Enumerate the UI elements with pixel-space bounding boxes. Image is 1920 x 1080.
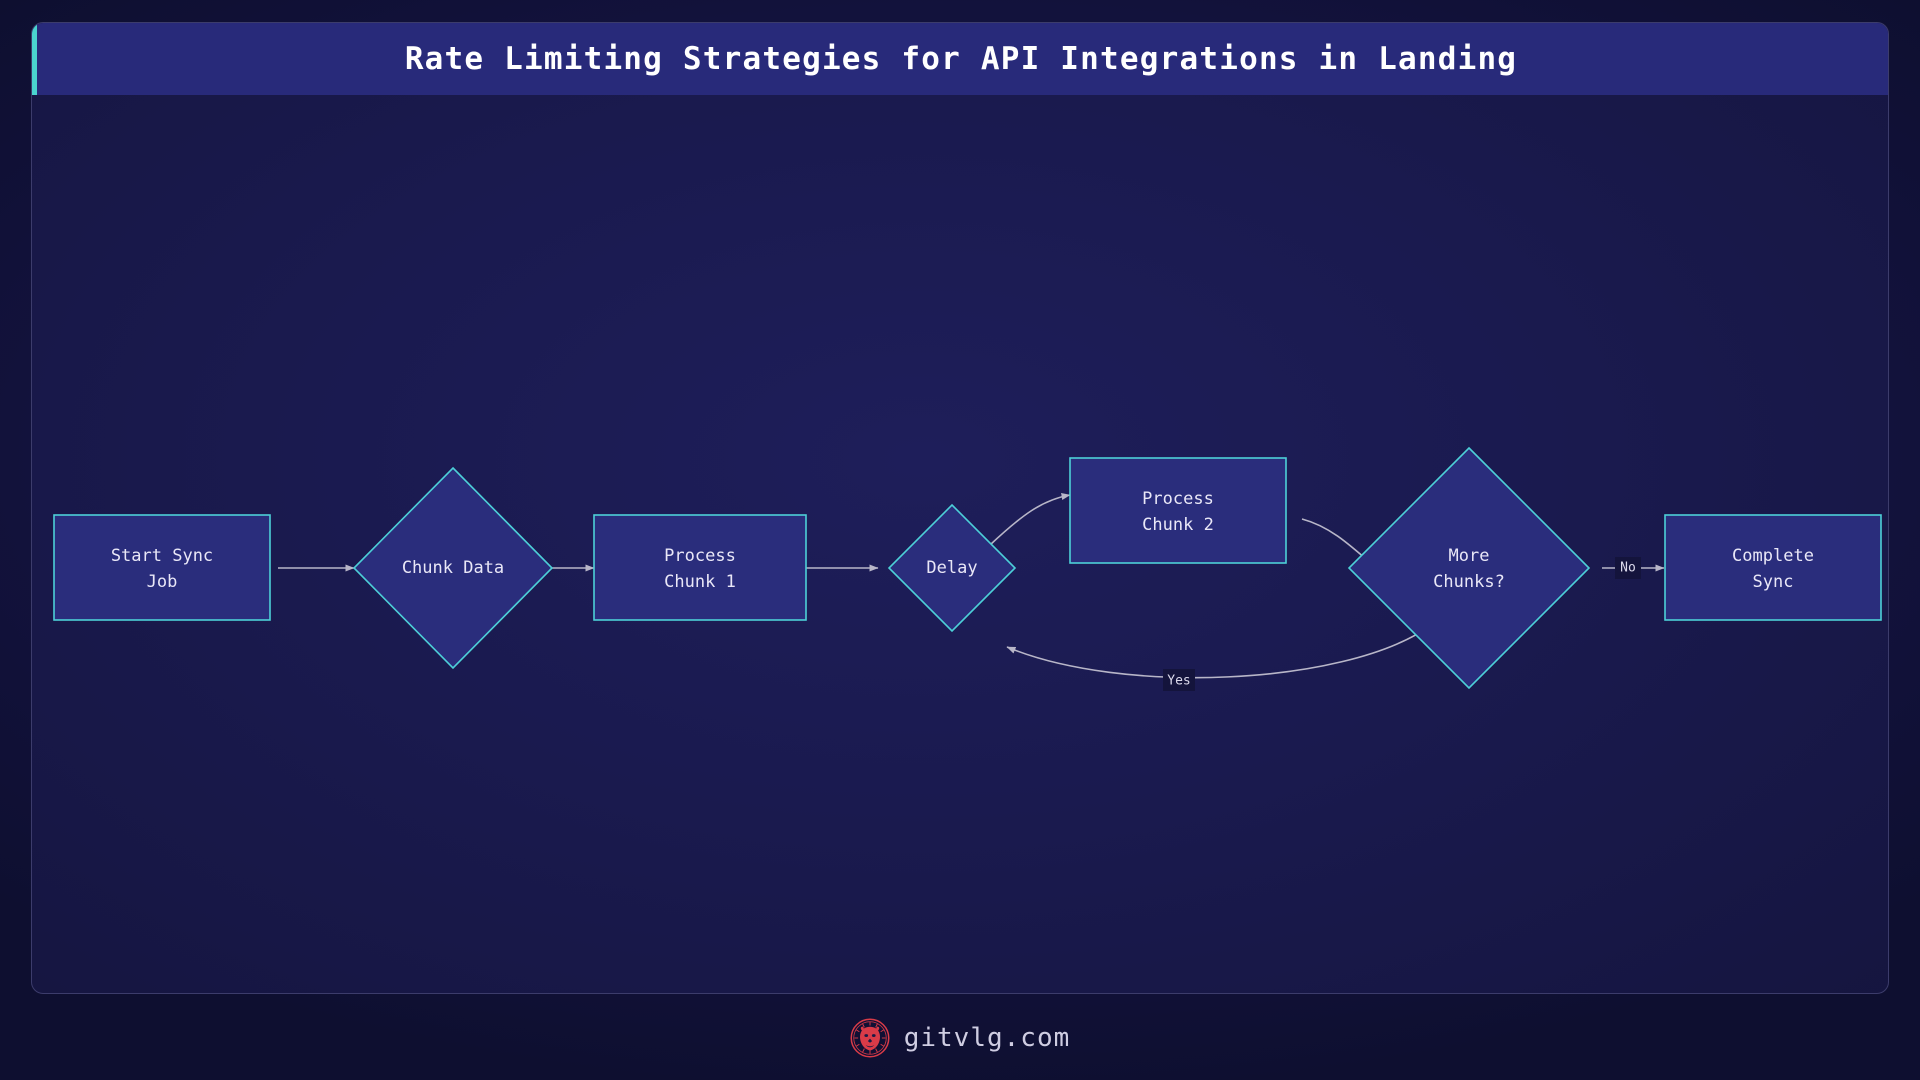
node-start-sync-job-shape[interactable] xyxy=(53,514,271,621)
lion-head-logo xyxy=(850,1018,890,1058)
node-more-chunks-label-line-1: More xyxy=(1449,546,1490,566)
node-start-sync-job-label-line-2: Job xyxy=(147,572,178,592)
node-layer: Start Sync Job Chunk Data Process Chunk … xyxy=(53,446,1882,690)
node-complete-sync-label-line-1: Complete xyxy=(1732,546,1814,566)
flowchart: Yes No Start Sync Job Chunk Data xyxy=(53,446,1882,691)
edge-label-yes-background xyxy=(1163,669,1195,691)
node-process-chunk-1-shape[interactable] xyxy=(593,514,807,621)
title-banner: Rate Limiting Strategies for API Integra… xyxy=(32,23,1888,95)
node-delay[interactable]: Delay xyxy=(887,503,1017,633)
node-start-sync-job-label-line-1: Start Sync xyxy=(111,546,213,566)
node-process-chunk-1-label-line-2: Chunk 1 xyxy=(664,572,736,592)
diagram-canvas: Rate Limiting Strategies for API Integra… xyxy=(31,22,1889,994)
node-complete-sync-label-line-2: Sync xyxy=(1753,572,1794,592)
node-chunk-data-label: Chunk Data xyxy=(402,558,504,578)
node-more-chunks-label-line-2: Chunks? xyxy=(1433,572,1505,592)
node-more-chunks[interactable]: More Chunks? xyxy=(1347,446,1591,690)
page-title: Rate Limiting Strategies for API Integra… xyxy=(404,41,1518,77)
footer: gitvlg.com xyxy=(0,1008,1920,1068)
edge-more-chunks-to-complete-sync-no: No xyxy=(1602,557,1665,579)
node-chunk-data[interactable]: Chunk Data xyxy=(352,466,554,670)
title-accent-bar xyxy=(32,23,37,95)
node-process-chunk-1[interactable]: Process Chunk 1 xyxy=(593,514,807,621)
edge-label-no-background xyxy=(1615,557,1641,579)
node-chunk-data-shape[interactable] xyxy=(352,466,554,670)
edge-delay-to-process-chunk-2 xyxy=(989,493,1071,546)
node-process-chunk-2-shape[interactable] xyxy=(1069,457,1287,564)
node-process-chunk-1-label-line-1: Process xyxy=(664,546,736,566)
node-process-chunk-2-label-line-1: Process xyxy=(1142,489,1214,509)
node-complete-sync-shape[interactable] xyxy=(1664,514,1882,621)
edge-label-yes: Yes xyxy=(1167,674,1190,689)
node-process-chunk-2-label-line-2: Chunk 2 xyxy=(1142,515,1214,535)
node-complete-sync[interactable]: Complete Sync xyxy=(1664,514,1882,621)
brand-text: gitvlg.com xyxy=(903,1023,1071,1053)
node-more-chunks-shape[interactable] xyxy=(1347,446,1591,690)
edge-more-chunks-to-delay-yes: Yes xyxy=(1006,627,1428,691)
node-process-chunk-2[interactable]: Process Chunk 2 xyxy=(1069,457,1287,564)
edge-layer: Yes No xyxy=(278,493,1665,691)
node-start-sync-job[interactable]: Start Sync Job xyxy=(53,514,271,621)
node-delay-label: Delay xyxy=(926,558,977,578)
node-delay-shape[interactable] xyxy=(887,503,1017,633)
edge-label-no: No xyxy=(1620,561,1636,576)
